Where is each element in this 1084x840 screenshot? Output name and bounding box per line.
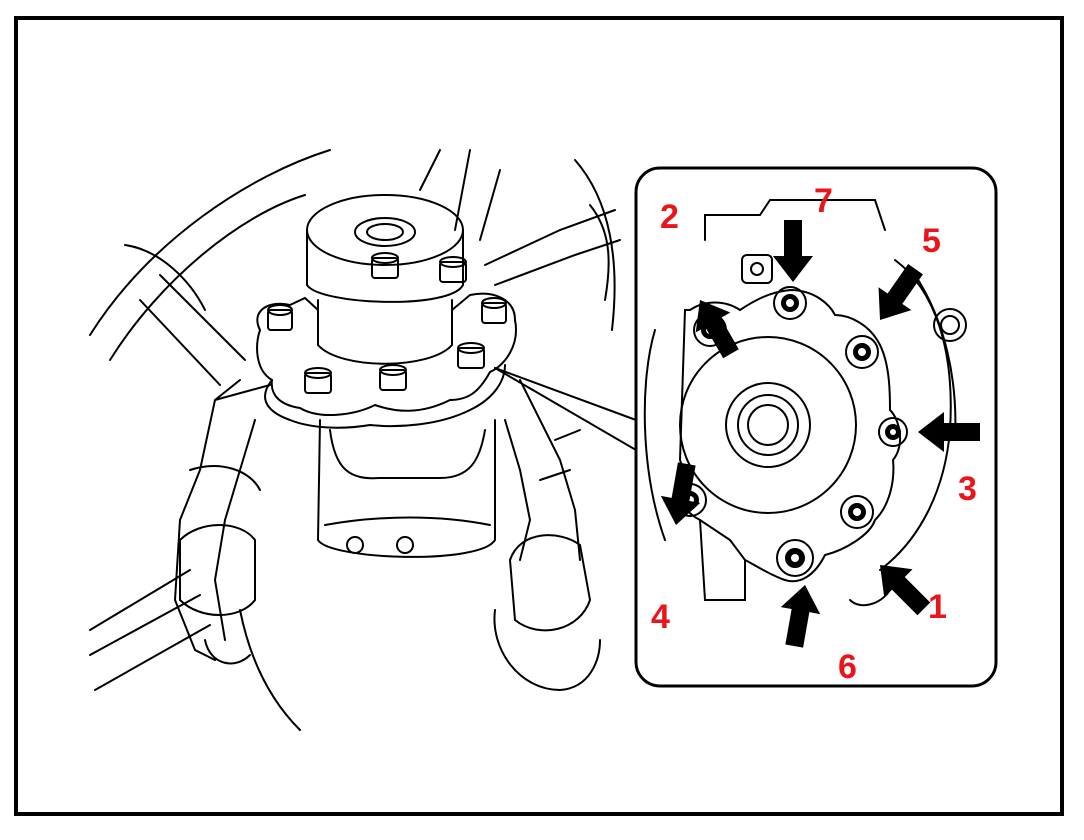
sequence-label-1: 1 xyxy=(928,588,947,626)
sequence-labels: 1 2 3 4 5 6 7 xyxy=(651,182,977,686)
sequence-label-4: 4 xyxy=(651,598,670,636)
arrow-bolt-5 xyxy=(878,264,923,320)
arrow-bolt-7 xyxy=(773,220,813,282)
arrow-bolt-1 xyxy=(880,565,931,616)
assembly-overview xyxy=(89,149,637,731)
arrow-bolt-4 xyxy=(660,462,701,525)
arrow-bolt-3 xyxy=(918,412,980,452)
sequence-label-7: 7 xyxy=(814,182,833,220)
sequence-label-5: 5 xyxy=(922,222,941,260)
tightening-arrows xyxy=(660,220,980,648)
sequence-label-6: 6 xyxy=(838,648,857,686)
arrow-bolt-6 xyxy=(780,585,821,648)
sequence-label-2: 2 xyxy=(660,198,679,236)
arrow-bolt-2 xyxy=(695,300,739,359)
sequence-label-3: 3 xyxy=(958,470,977,508)
